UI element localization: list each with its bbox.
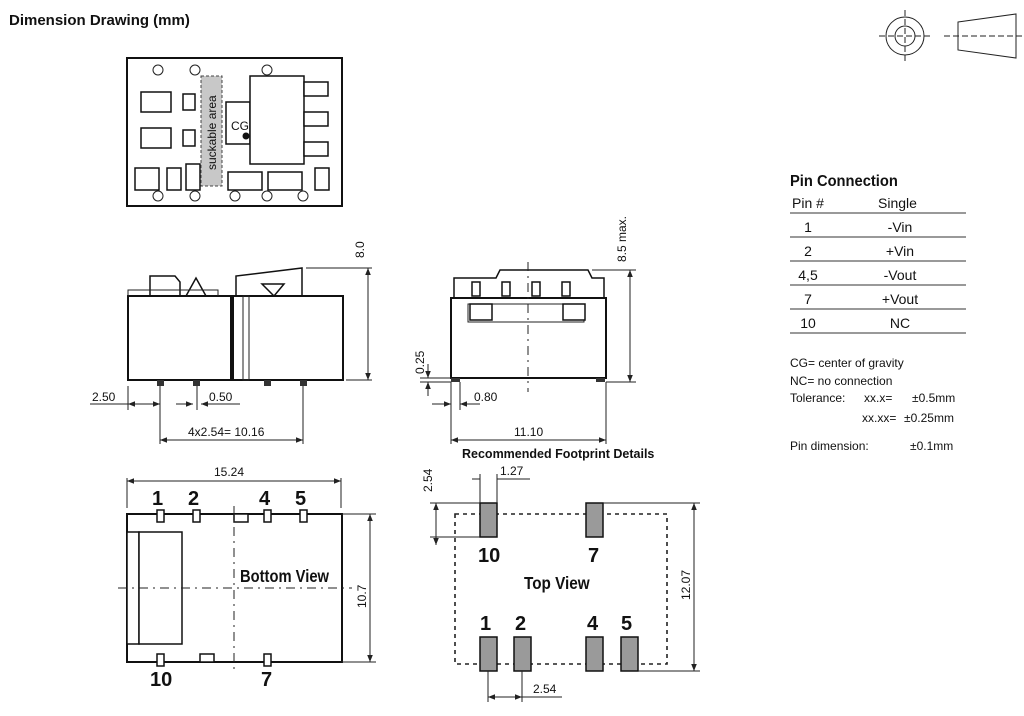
bottom-pin-label-4: 4: [259, 488, 271, 510]
table-row-pin: 1: [804, 219, 812, 235]
tolerance-label: Tolerance:: [790, 391, 845, 405]
table-row-func: -Vout: [884, 267, 917, 283]
footprint-heading: Recommended Footprint Details: [462, 447, 654, 461]
pad-width-dim: 1.27: [500, 464, 524, 478]
footprint-pin-label-5: 5: [621, 613, 632, 635]
footprint-pin-label-1: 1: [480, 613, 491, 635]
footprint-view: Recommended Footprint Details 10 7 Top V…: [421, 447, 700, 702]
table-row-func: NC: [890, 315, 910, 331]
footprint-pin-label-7: 7: [588, 545, 599, 567]
pin-header: Pin #: [792, 195, 824, 211]
tolerance-1-format: xx.x=: [864, 391, 892, 405]
bottom-pin-label-10: 10: [150, 669, 172, 691]
module-side-view: 8.0 2.50 0.50 4x2.54= 10.16: [90, 241, 372, 444]
module-bottom-view: 15.24 1 2 4 5 Bottom View 10 7 10.7: [118, 465, 376, 691]
cg-label: CG: [231, 119, 249, 133]
pin-width-dim: 0.50: [209, 390, 233, 404]
pin-dimension-value: ±0.1mm: [910, 439, 953, 453]
module-end-view: 8.5 max. 0.25 0.80 11.10: [413, 216, 636, 444]
bottom-pin-label-7: 7: [261, 669, 272, 691]
height-dim: 8.0: [353, 241, 367, 258]
projection-cone-icon: [944, 13, 1022, 59]
table-row-pin: 10: [800, 315, 816, 331]
tolerance-1-value: ±0.5mm: [912, 391, 955, 405]
bottom-view-label: Bottom View: [240, 567, 329, 587]
bottom-pin-label-2: 2: [188, 488, 199, 510]
page-title: Dimension Drawing (mm): [9, 12, 190, 29]
table-row-pin: 2: [804, 243, 812, 259]
notes: CG= center of gravity NC= no connection …: [790, 356, 955, 453]
standoff-dim: 0.25: [413, 350, 427, 374]
pad-pitch-h-dim: 2.54: [533, 682, 557, 696]
pad-pitch-v-dim: 2.54: [421, 468, 435, 492]
footprint-pin-label-10: 10: [478, 545, 500, 567]
bottom-pin-label-5: 5: [295, 488, 306, 510]
top-view-label: Top View: [524, 573, 591, 593]
table-row-pin: 7: [804, 291, 812, 307]
footprint-pin-label-2: 2: [515, 613, 526, 635]
pin-width-side-dim: 0.80: [474, 390, 498, 404]
projection-circle-icon: [879, 10, 931, 62]
pad-span-dim: 12.07: [679, 570, 693, 600]
pin-dimension-label: Pin dimension:: [790, 439, 869, 453]
pin-span-dim: 4x2.54= 10.16: [188, 425, 265, 439]
suckable-area-label: suckable area: [205, 95, 219, 170]
tolerance-2-format: xx.xx=: [862, 411, 896, 425]
depth-dim: 11.10: [514, 425, 543, 439]
length-dim: 15.24: [214, 465, 244, 479]
note-cg: CG= center of gravity: [790, 356, 904, 370]
table-row-pin: 4,5: [798, 267, 818, 283]
table-row-func: +Vout: [882, 291, 918, 307]
module-top-view: suckable area CG: [126, 57, 343, 207]
max-height-dim: 8.5 max.: [615, 216, 629, 262]
pin-connection-table: Pin Connection Pin # Single 1 -Vin 2 +Vi…: [790, 172, 966, 334]
single-header: Single: [878, 195, 917, 211]
table-row-func: +Vin: [886, 243, 914, 259]
bottom-pin-label-1: 1: [152, 488, 163, 510]
note-nc: NC= no connection: [790, 374, 892, 388]
table-row-func: -Vin: [888, 219, 913, 235]
width-dim: 10.7: [355, 584, 369, 608]
tolerance-2-value: ±0.25mm: [904, 411, 954, 425]
pin-connection-title: Pin Connection: [790, 172, 898, 190]
footprint-pin-label-4: 4: [587, 613, 599, 635]
pin-offset-dim: 2.50: [92, 390, 116, 404]
